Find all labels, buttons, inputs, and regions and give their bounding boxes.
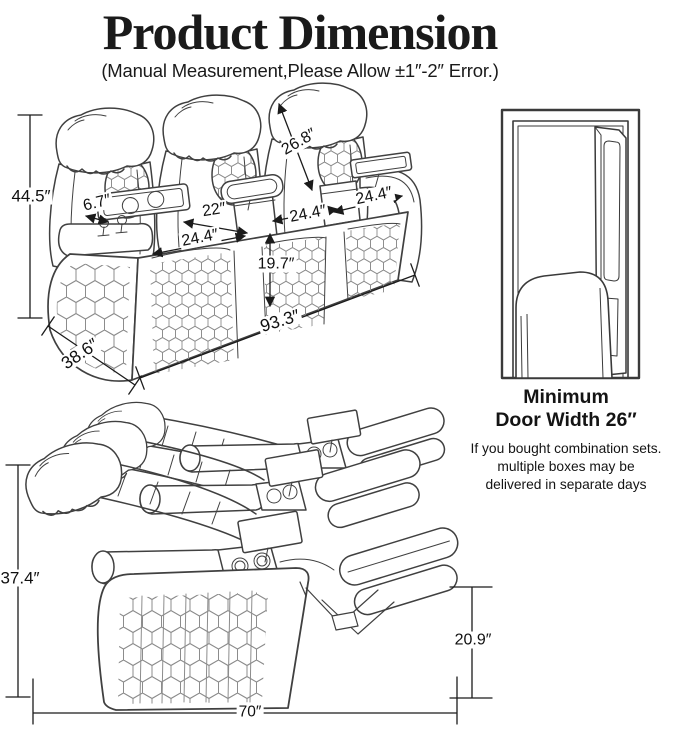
- door-frame-drawing: [500, 108, 641, 380]
- door-caption-line1: Minimum: [523, 386, 609, 408]
- dim-label-sofa-height: 44.5″: [9, 186, 53, 206]
- page-title: Product Dimension: [102, 4, 499, 60]
- sofa-top-view-drawing: [47, 83, 423, 382]
- dim-label-side-height: 37.4″: [0, 568, 42, 588]
- combination-note: If you bought combination sets. multiple…: [458, 440, 674, 494]
- page-subtitle: (Manual Measurement,Please Allow ±1″-2″ …: [101, 60, 499, 81]
- sofa-side-view-drawing: [17, 394, 459, 711]
- recline-mechanism: [299, 581, 395, 635]
- dim-label-footrest-height: 20.9″: [452, 631, 494, 649]
- door-caption-line2: Door Width 26″: [495, 409, 637, 431]
- note-line1: If you bought combination sets.: [470, 441, 662, 456]
- page-header: Product Dimension (Manual Measurement,Pl…: [0, 0, 600, 82]
- door-caption: Minimum Door Width 26″: [458, 386, 674, 432]
- note-line3: delivered in separate days: [485, 477, 647, 492]
- note-line2: multiple boxes may be: [497, 459, 635, 474]
- dim-label-reclined-length: 70″: [236, 703, 264, 721]
- recliner-through-door: [515, 271, 613, 379]
- dim-label-seat-depth: 19.7″: [255, 255, 297, 273]
